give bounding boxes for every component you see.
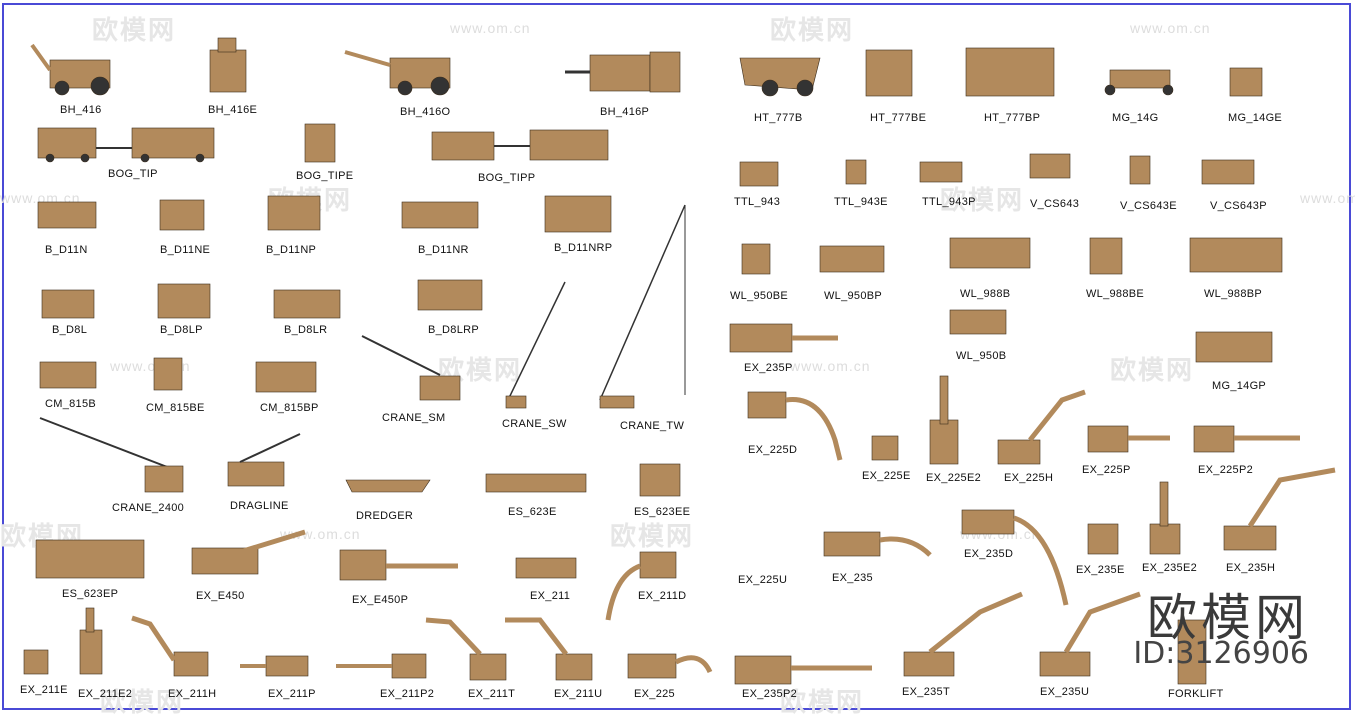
label: FORKLIFT	[1168, 688, 1224, 700]
label: B_D11NP	[266, 244, 317, 256]
label: EX_E450	[196, 590, 245, 602]
label: EX_235	[832, 572, 873, 584]
label: EX_225D	[748, 444, 798, 456]
label: B_D8LP	[160, 324, 203, 336]
label: EX_211D	[638, 590, 687, 602]
label: EX_211H	[168, 688, 217, 700]
label: EX_225U	[738, 574, 788, 586]
label: B_D8LRP	[428, 324, 480, 336]
label: EX_211T	[468, 688, 516, 700]
label: DREDGER	[356, 510, 414, 522]
watermark-site: www.om.cn	[1130, 20, 1211, 36]
label: TTL_943P	[922, 196, 976, 208]
label: ES_623E	[508, 506, 557, 518]
label: EX_225H	[1004, 472, 1054, 484]
brand-watermark: 欧模网	[1147, 589, 1309, 647]
label: WL_950BP	[824, 290, 883, 302]
label: WL_988B	[960, 288, 1011, 300]
label: EX_235P2	[742, 688, 797, 700]
label: MG_14GP	[1212, 380, 1267, 392]
watermark-site: www.om.cn	[450, 20, 531, 36]
label: V_CS643E	[1120, 200, 1177, 212]
label: B_D8L	[52, 324, 88, 336]
label: EX_211E2	[78, 688, 133, 700]
label: EX_211	[530, 590, 571, 602]
label: EX_235H	[1226, 562, 1276, 574]
label: WL_988BE	[1086, 288, 1145, 300]
label: HT_777BP	[984, 112, 1041, 124]
label: BOG_TIPP	[478, 172, 536, 184]
watermark-site: www.om.cn	[280, 526, 361, 542]
label: BOG_TIP	[108, 168, 158, 180]
label: EX_225P	[1082, 464, 1131, 476]
label: EX_E450P	[352, 594, 409, 606]
label: BH_416P	[600, 106, 650, 118]
label: CRANE_SW	[502, 418, 567, 430]
label: BOG_TIPE	[296, 170, 354, 182]
label: HT_777BE	[870, 112, 927, 124]
label: EX_211E	[20, 684, 68, 696]
label: B_D11N	[45, 244, 88, 256]
label: BH_416O	[400, 106, 451, 118]
label: CRANE_SM	[382, 412, 446, 424]
watermark-site: www.om.cn	[790, 358, 871, 374]
label: EX_235D	[964, 548, 1014, 560]
label: B_D8LR	[284, 324, 328, 336]
label: CRANE_2400	[112, 502, 185, 514]
label: HT_777B	[754, 112, 803, 124]
label: ES_623EE	[634, 506, 691, 518]
id-watermark: ID:3126906	[1133, 636, 1309, 671]
label: EX_211U	[554, 688, 603, 700]
label: EX_211P2	[380, 688, 435, 700]
label: ES_623EP	[62, 588, 119, 600]
label: B_D11NR	[418, 244, 469, 256]
label: TTL_943E	[834, 196, 888, 208]
label: BH_416E	[208, 104, 258, 116]
label: DRAGLINE	[230, 500, 289, 512]
label: B_D11NRP	[554, 242, 613, 254]
label: CM_815B	[45, 398, 97, 410]
label: B_D11NE	[160, 244, 211, 256]
label: WL_950B	[956, 350, 1007, 362]
label: MG_14G	[1112, 112, 1159, 124]
label: EX_225P2	[1198, 464, 1253, 476]
label: CM_815BE	[146, 402, 205, 414]
label: MG_14GE	[1228, 112, 1283, 124]
label: EX_235E2	[1142, 562, 1197, 574]
label: WL_950BE	[730, 290, 789, 302]
label: BH_416	[60, 104, 102, 116]
label: EX_235E	[1076, 564, 1125, 576]
watermark-site: www.om.cn	[1300, 190, 1355, 206]
label: CRANE_TW	[620, 420, 685, 432]
drawing-frame	[2, 3, 1351, 710]
label: EX_225E2	[926, 472, 981, 484]
label: EX_235P	[744, 362, 793, 374]
label: CM_815BP	[260, 402, 319, 414]
label: EX_235T	[902, 686, 950, 698]
label: EX_225E	[862, 470, 911, 482]
label: TTL_943	[734, 196, 781, 208]
label: V_CS643	[1030, 198, 1080, 210]
label: EX_211P	[268, 688, 316, 700]
label: EX_225	[634, 688, 675, 700]
label: WL_988BP	[1204, 288, 1263, 300]
label: EX_235U	[1040, 686, 1090, 698]
label: V_CS643P	[1210, 200, 1267, 212]
